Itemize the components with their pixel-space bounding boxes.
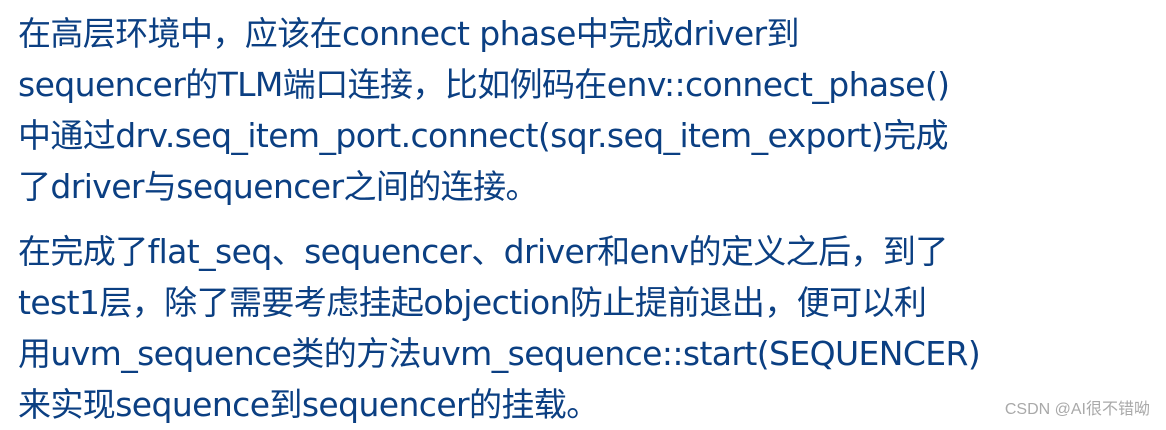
text-line: sequencer的TLM端口连接，比如例码在env::connect_phas… (18, 65, 950, 104)
document-body: 在高层环境中，应该在connect phase中完成driver到 sequen… (18, 8, 1158, 430)
text-line: 用uvm_sequence类的方法uvm_sequence::start(SEQ… (18, 334, 981, 373)
text-line: 来实现sequence到sequencer的挂载。 (18, 385, 599, 424)
text-line: 在完成了flat_seq、sequencer、driver和env的定义之后，到… (18, 232, 948, 271)
paragraph-tlm-connection: 在高层环境中，应该在connect phase中完成driver到 sequen… (18, 8, 1158, 212)
text-line: test1层，除了需要考虑挂起objection防止提前退出，便可以利 (18, 283, 927, 322)
csdn-watermark: CSDN @AI很不错呦 (1004, 401, 1150, 418)
text-line: 了driver与sequencer之间的连接。 (18, 167, 538, 206)
text-line: 中通过drv.seq_item_port.connect(sqr.seq_ite… (18, 116, 948, 155)
text-line: 在高层环境中，应该在connect phase中完成driver到 (18, 14, 800, 53)
paragraph-sequence-start: 在完成了flat_seq、sequencer、driver和env的定义之后，到… (18, 226, 1158, 430)
